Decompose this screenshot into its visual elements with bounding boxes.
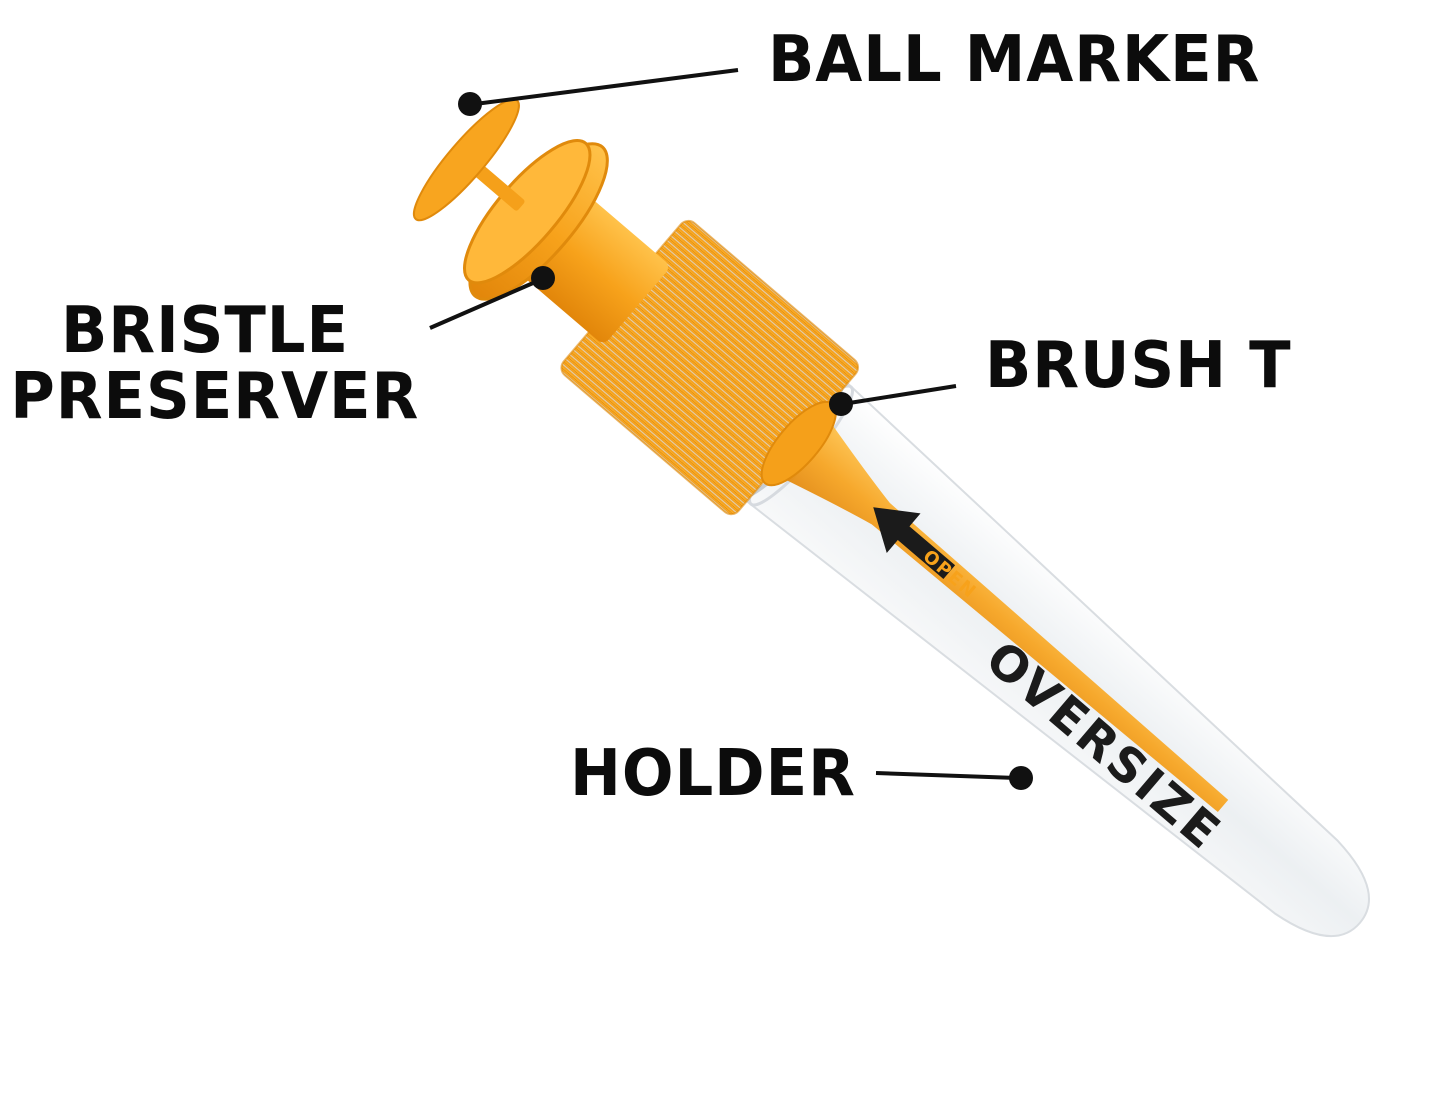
leader-holder xyxy=(875,766,1033,790)
leader-brush-t xyxy=(829,384,957,416)
holder-label: HOLDER xyxy=(570,737,856,811)
ball-marker-label: BALL MARKER xyxy=(768,23,1261,97)
bristle-preserver-label-line2: PRESERVER xyxy=(10,360,420,434)
open-arrow xyxy=(873,507,956,579)
bristle-preserver-label-line1: BRISTLE xyxy=(61,294,349,368)
brush-t-label: BRUSH T xyxy=(985,329,1292,403)
golf-brush-tee-product: OPEN OVERSIZE xyxy=(412,98,1370,938)
leader-bristle-preserver xyxy=(429,266,555,330)
leader-ball-marker xyxy=(458,68,739,116)
bristle-preserver-label: BRISTLE PRESERVER xyxy=(10,294,420,434)
